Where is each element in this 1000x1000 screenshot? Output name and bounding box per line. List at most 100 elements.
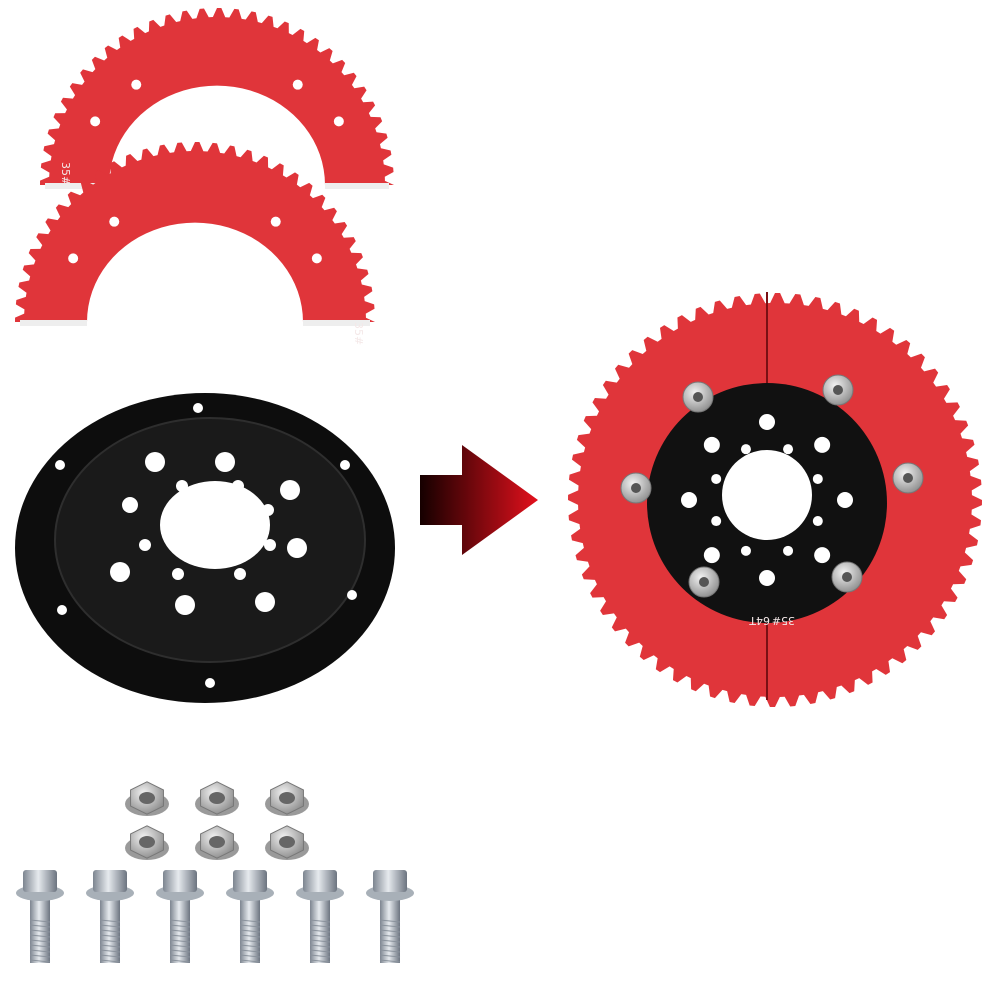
- black-adapter-plate: [15, 393, 395, 703]
- rim-hole: [55, 460, 65, 470]
- plate-hole: [255, 592, 275, 612]
- sprocket-half-body: [15, 142, 375, 322]
- hub-hole-small: [812, 516, 823, 527]
- hub-hole: [814, 436, 831, 453]
- nut-bore: [139, 836, 155, 848]
- bolt-thread: [29, 954, 51, 958]
- bolt-thread: [99, 954, 121, 958]
- bolt-hole: [109, 216, 120, 227]
- plate-hole: [122, 497, 138, 513]
- bolt-thread: [29, 924, 51, 928]
- bolt-head: [93, 870, 127, 892]
- bolt-thread: [309, 954, 331, 958]
- rim-hole: [57, 605, 67, 615]
- bolt-thread: [29, 919, 51, 923]
- nut-bore: [842, 572, 852, 582]
- hub-center-hole: [722, 450, 812, 540]
- bolt-thread: [379, 954, 401, 958]
- bolt-thread: [169, 929, 191, 933]
- plate-hole: [262, 504, 274, 516]
- bolt-thread: [99, 919, 121, 923]
- bolt-hole: [131, 79, 142, 90]
- bolt-head: [163, 870, 197, 892]
- nut-bore: [699, 577, 709, 587]
- plate-hole: [215, 452, 235, 472]
- bolt-thread: [99, 924, 121, 928]
- bolt-head: [23, 870, 57, 892]
- bolt-head: [233, 870, 267, 892]
- hardware-nuts-bolts: [16, 781, 414, 963]
- bolt-thread: [309, 944, 331, 948]
- bolt-thread: [379, 944, 401, 948]
- bolt-thread: [379, 959, 401, 963]
- bolt-hole: [270, 216, 281, 227]
- bolt-thread: [169, 954, 191, 958]
- bolt-thread: [239, 919, 261, 923]
- bolt-thread: [239, 954, 261, 958]
- nut-bore: [693, 392, 703, 402]
- bolt-thread: [309, 959, 331, 963]
- bolt-head: [373, 870, 407, 892]
- bolt-thread: [169, 924, 191, 928]
- hub-hole-small: [711, 516, 722, 527]
- bolt-hole: [68, 253, 79, 264]
- plate-hole: [145, 452, 165, 472]
- engraving-pitch-assembled: 35#: [772, 614, 795, 627]
- bolt-thread: [169, 939, 191, 943]
- hub-hole-small: [740, 444, 751, 455]
- engraving-pitch-1: 35#: [59, 162, 72, 185]
- bolt-thread: [239, 959, 261, 963]
- bolt-thread: [379, 934, 401, 938]
- hub-hole-small: [783, 444, 794, 455]
- bolt-thread: [29, 934, 51, 938]
- bolt-head: [303, 870, 337, 892]
- bolt-thread: [99, 939, 121, 943]
- plate-hole: [234, 568, 246, 580]
- engraving-teeth: 64T: [749, 614, 770, 627]
- bolt-thread: [379, 939, 401, 943]
- plate-hole: [280, 480, 300, 500]
- bolt-thread: [309, 934, 331, 938]
- plate-hole: [139, 539, 151, 551]
- bolt-thread: [239, 939, 261, 943]
- nut-bore: [903, 473, 913, 483]
- hub-hole: [681, 492, 697, 508]
- hub-hole-small: [740, 545, 751, 556]
- bolt-shank: [310, 895, 330, 963]
- bolt-thread: [99, 929, 121, 933]
- bolt-thread: [169, 944, 191, 948]
- bolt-hole: [333, 116, 344, 127]
- assembled-sprocket: [568, 292, 982, 707]
- bolt-thread: [29, 929, 51, 933]
- rim-hole: [193, 403, 203, 413]
- hub-hole: [759, 414, 775, 430]
- bolt-thread: [239, 944, 261, 948]
- plate-hole: [176, 480, 188, 492]
- sprocket-edge: [20, 320, 87, 326]
- bolt-shank: [30, 895, 50, 963]
- bolt-thread: [99, 959, 121, 963]
- hub-hole: [837, 492, 853, 508]
- sprocket-edge: [325, 183, 389, 189]
- bolt-thread: [309, 929, 331, 933]
- bolt-thread: [169, 959, 191, 963]
- plate-hole: [287, 538, 307, 558]
- plate-hole: [172, 568, 184, 580]
- bolt-thread: [379, 924, 401, 928]
- half-sprocket-top: [40, 8, 394, 189]
- bolt-thread: [239, 929, 261, 933]
- bolt-thread: [99, 944, 121, 948]
- nut-bore: [833, 385, 843, 395]
- bolt-thread: [379, 919, 401, 923]
- nut-bore: [139, 792, 155, 804]
- bolt-hole: [292, 79, 303, 90]
- half-sprocket-bottom: [15, 142, 375, 326]
- bolt-thread: [239, 949, 261, 953]
- nut-bore: [631, 483, 641, 493]
- bolt-thread: [29, 949, 51, 953]
- hub-hole-small: [711, 473, 722, 484]
- bolt-thread: [169, 919, 191, 923]
- rim-hole: [347, 590, 357, 600]
- nut-bore: [209, 792, 225, 804]
